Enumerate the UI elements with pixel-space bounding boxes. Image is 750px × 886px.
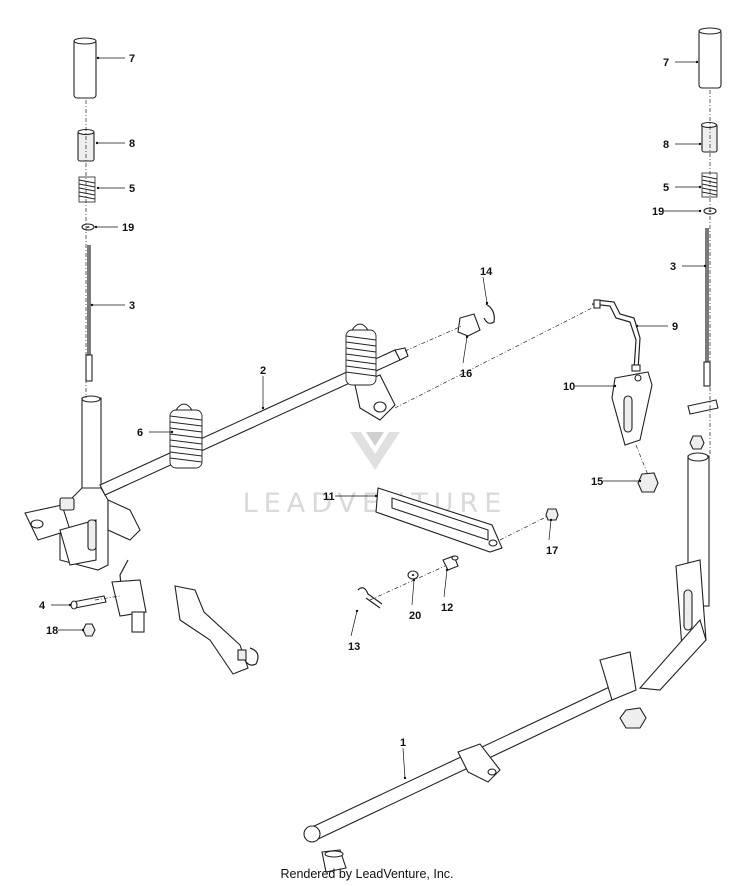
- callout-label-16-10: 16: [460, 368, 472, 380]
- callout-dot-6-6: [170, 430, 174, 434]
- left-linkage-arm: [111, 559, 147, 633]
- callout-dot-4-7: [68, 603, 72, 607]
- left-lower-lever: [174, 585, 259, 675]
- callout-dot-5-2: [96, 186, 100, 190]
- left-spring-5: [78, 176, 96, 203]
- torsion-spring-6: [169, 403, 203, 469]
- right-spring-5: [701, 172, 718, 198]
- callout-leader-20-17: [411, 579, 415, 606]
- callout-dot-8-1: [95, 141, 99, 145]
- callout-label-17-15: 17: [546, 545, 558, 557]
- callout-label-13-18: 13: [348, 641, 360, 653]
- callout-dot-18-8: [81, 628, 85, 632]
- pin-12: [442, 555, 459, 571]
- right-lift-arm-tube: [638, 452, 710, 691]
- callout-label-5-2: 5: [129, 183, 135, 195]
- callout-dot-19-23: [698, 209, 702, 213]
- callout-dot-15-13: [638, 479, 642, 483]
- callout-leader-17-15: [548, 519, 552, 541]
- callout-dot-3-24: [703, 264, 707, 268]
- watermark-text: LEADVENTURE: [243, 488, 508, 519]
- callout-label-1-19: 1: [400, 737, 406, 749]
- callout-label-18-8: 18: [46, 625, 58, 637]
- lower-axle-1: [303, 651, 647, 843]
- callout-leader-14-9: [482, 276, 488, 304]
- callout-label-7-0: 7: [129, 53, 135, 65]
- nut-15: [637, 472, 659, 493]
- callout-dot-20-17: [412, 578, 416, 582]
- callout-dot-10-12: [613, 384, 617, 388]
- right-pin: [687, 399, 719, 415]
- right-nut: [689, 435, 705, 450]
- callout-label-5-22: 5: [663, 182, 669, 194]
- footer-credit: Rendered by LeadVenture, Inc.: [280, 867, 453, 881]
- callout-label-8-1: 8: [129, 138, 135, 150]
- left-nut-18: [82, 623, 96, 637]
- link-plate-11: [375, 487, 503, 553]
- callout-dot-3-4: [90, 303, 94, 307]
- callout-dot-12-16: [445, 568, 449, 572]
- callout-dot-2-5: [261, 406, 265, 410]
- callout-label-2-5: 2: [260, 365, 266, 377]
- nut-17: [545, 508, 559, 521]
- callout-leader-16-10: [462, 336, 468, 364]
- lever-9: [591, 299, 641, 372]
- hairpin-13: [357, 587, 383, 609]
- right-bushing-8: [700, 121, 718, 153]
- callout-label-3-4: 3: [129, 300, 135, 312]
- callout-label-9-11: 9: [672, 321, 678, 333]
- left-sleeve-7: [73, 37, 97, 99]
- callout-label-20-17: 20: [409, 610, 421, 622]
- callout-label-11-14: 11: [323, 491, 335, 503]
- callout-leader-13-18: [350, 610, 358, 637]
- callout-label-7-20: 7: [663, 57, 669, 69]
- callout-label-15-13: 15: [591, 476, 603, 488]
- callout-label-3-24: 3: [670, 261, 676, 273]
- callout-leader-1-19: [402, 747, 406, 779]
- callout-dot-13-18: [355, 609, 359, 613]
- callout-dot-14-9: [485, 301, 489, 305]
- right-sleeve-7: [698, 27, 722, 89]
- left-rod-3: [85, 245, 93, 382]
- callout-label-19-23: 19: [652, 206, 664, 218]
- callout-label-8-21: 8: [663, 139, 669, 151]
- callout-dot-8-21: [698, 142, 702, 146]
- callout-label-14-9: 14: [480, 266, 493, 278]
- callout-dot-16-10: [465, 335, 469, 339]
- center-spring: [345, 323, 377, 386]
- washer-20: [407, 570, 419, 580]
- clip-14: [483, 303, 495, 324]
- left-lift-arm-bracket: [24, 395, 141, 571]
- lower-bushing: [321, 849, 347, 873]
- watermark-logo: [350, 432, 400, 470]
- left-pivot-pin-4: [70, 595, 107, 610]
- callout-dot-5-22: [698, 185, 702, 189]
- left-washer-19: [81, 223, 95, 231]
- callout-dot-7-20: [695, 60, 699, 64]
- callout-dot-19-3: [94, 225, 98, 229]
- callout-label-10-12: 10: [563, 381, 575, 393]
- callout-dot-17-15: [549, 518, 553, 522]
- callout-label-6-6: 6: [137, 427, 143, 439]
- callout-leader-12-16: [443, 569, 448, 598]
- callout-dot-9-11: [635, 324, 639, 328]
- callout-label-19-3: 19: [122, 222, 134, 234]
- bushing-16: [457, 313, 481, 337]
- callout-dot-7-0: [96, 56, 100, 60]
- callout-dot-11-14: [374, 494, 378, 498]
- callout-dot-1-19: [403, 776, 407, 780]
- callout-label-12-16: 12: [441, 602, 453, 614]
- callout-label-4-7: 4: [39, 600, 46, 612]
- bracket-10: [611, 371, 653, 446]
- right-rod-3: [703, 228, 711, 387]
